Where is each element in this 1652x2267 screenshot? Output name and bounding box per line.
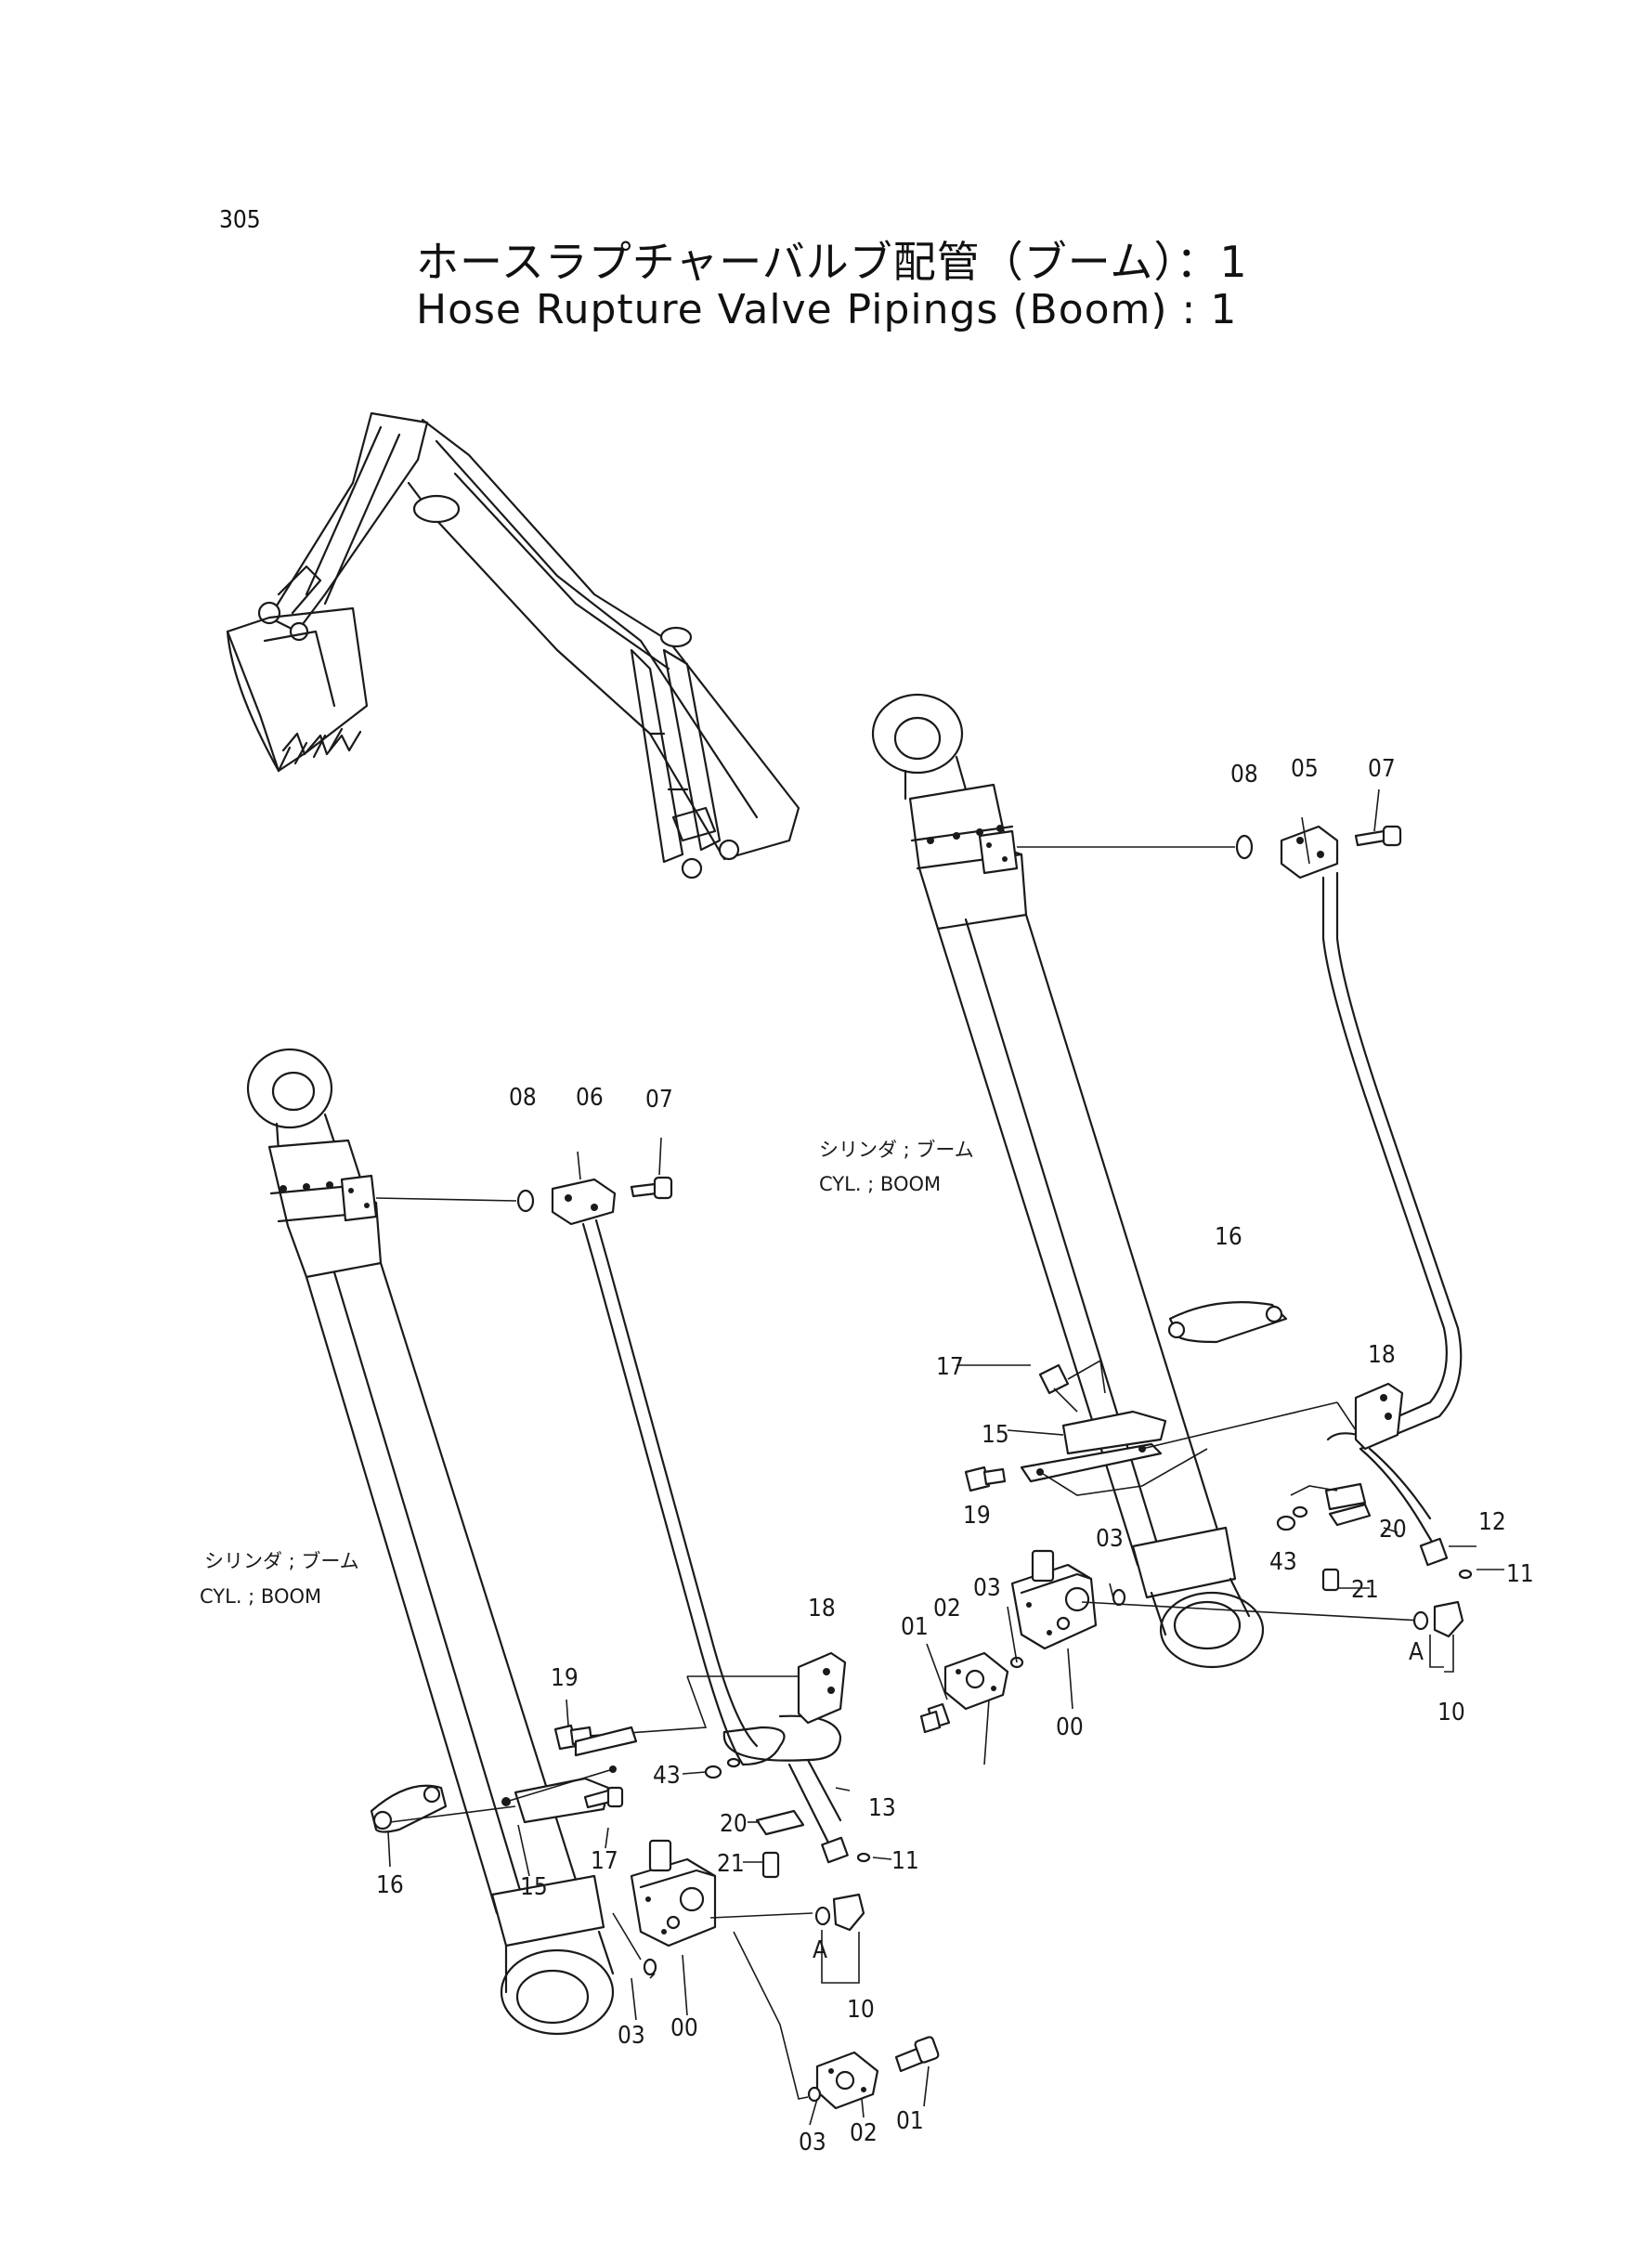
title-japanese: ホースラプチャーバルブ配管（ブーム）：1 — [416, 237, 1248, 287]
callout-r-00: 00 — [1056, 1713, 1084, 1741]
callout-r-07: 07 — [1368, 755, 1396, 783]
callout-r-02: 02 — [933, 1595, 961, 1622]
callout-r-21: 21 — [1351, 1576, 1379, 1604]
callout-l-13: 13 — [868, 1794, 896, 1822]
left-boom-cylinder-assembly — [246, 1048, 940, 2126]
callout-l-03a: 03 — [618, 2022, 645, 2050]
callout-l-01: 01 — [896, 2107, 924, 2135]
callout-r-17: 17 — [936, 1353, 964, 1381]
callout-r-12: 12 — [1478, 1508, 1506, 1536]
callout-l-06: 06 — [576, 1084, 604, 1112]
callout-l-16: 16 — [376, 1871, 404, 1899]
view-marker-right: A — [1409, 1638, 1424, 1666]
callout-r-16: 16 — [1215, 1223, 1242, 1251]
callout-r-03b: 03 — [973, 1574, 1001, 1602]
left-cylinder-label-en: CYL. ; BOOM — [200, 1585, 321, 1608]
callout-l-08: 08 — [509, 1084, 537, 1112]
callout-r-19: 19 — [963, 1502, 991, 1530]
right-cylinder-label-en: CYL. ; BOOM — [819, 1173, 941, 1195]
callout-l-00: 00 — [670, 2014, 698, 2042]
callout-r-03a: 03 — [1096, 1525, 1124, 1553]
callout-r-15: 15 — [982, 1421, 1009, 1449]
page-number: 305 — [219, 206, 261, 234]
right-cylinder-label-ja: シリンダ ; ブーム — [819, 1139, 974, 1161]
callout-l-02: 02 — [850, 2119, 878, 2147]
callout-r-01: 01 — [901, 1613, 929, 1641]
view-marker-left: A — [813, 1936, 827, 1964]
callout-l-18: 18 — [808, 1595, 836, 1622]
callout-r-05: 05 — [1291, 755, 1319, 783]
callout-l-03b: 03 — [799, 2129, 826, 2156]
callout-l-43: 43 — [653, 1762, 681, 1790]
callout-r-43: 43 — [1269, 1548, 1297, 1576]
title-english: Hose Rupture Valve Pipings (Boom) : 1 — [416, 286, 1238, 333]
callout-l-17: 17 — [591, 1847, 618, 1875]
callout-r-20: 20 — [1379, 1516, 1407, 1544]
callout-l-07: 07 — [645, 1086, 673, 1114]
excavator-overview-illustration — [226, 411, 800, 879]
callout-l-15: 15 — [520, 1873, 548, 1901]
callout-r-10: 10 — [1437, 1699, 1465, 1726]
right-boom-cylinder-assembly — [871, 693, 1504, 1765]
callout-r-11: 11 — [1506, 1560, 1534, 1588]
callout-l-19: 19 — [551, 1664, 579, 1692]
callout-r-08: 08 — [1230, 761, 1258, 788]
callout-l-21: 21 — [717, 1850, 745, 1878]
callout-r-18: 18 — [1368, 1341, 1396, 1369]
left-cylinder-label-ja: シリンダ ; ブーム — [204, 1550, 359, 1572]
callout-l-11: 11 — [891, 1847, 919, 1875]
callout-l-20: 20 — [720, 1810, 748, 1838]
callout-l-10: 10 — [847, 1996, 875, 2024]
